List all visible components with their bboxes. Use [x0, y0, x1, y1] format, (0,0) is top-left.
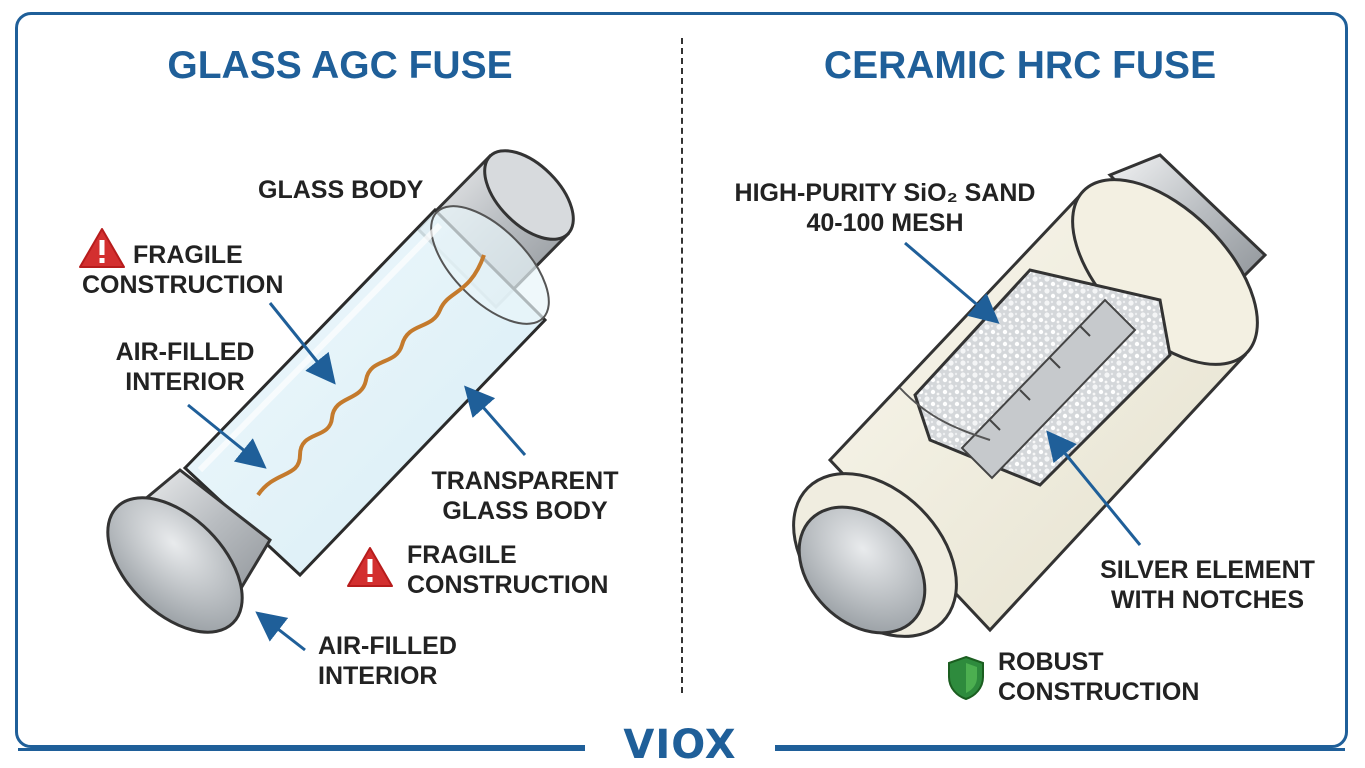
robust-label-line2: CONSTRUCTION	[998, 678, 1200, 706]
air-filled-label-top-line1: AIR-FILLED	[115, 338, 255, 366]
air-filled-arrow	[187, 403, 267, 469]
ceramic-fuse	[792, 153, 1268, 638]
brand-logo: VIOX	[623, 722, 737, 768]
fragile-label-bottom-line1: FRAGILE	[407, 541, 517, 569]
robust-label-line1: ROBUST	[998, 648, 1104, 676]
fragile-label-top-line1: FRAGILE	[133, 241, 243, 269]
fragile-arrow	[268, 302, 336, 385]
air-filled-label-bottom-line1: AIR-FILLED	[318, 632, 457, 660]
silver-element-arrow	[1046, 430, 1142, 546]
air-filled-label-top-line2: INTERIOR	[125, 368, 245, 396]
transparent-arrow	[464, 385, 527, 456]
sand-label-line2: 40-100 MESH	[806, 209, 964, 237]
panel-divider	[681, 38, 683, 693]
glass-body-label: GLASS BODY	[258, 176, 424, 204]
frame-bottom-right-line	[775, 748, 1345, 751]
sand-arrow	[904, 241, 1000, 324]
brand-gap	[585, 735, 775, 765]
air-filled-bottom-arrow	[255, 611, 306, 652]
silver-element-label-line1: SILVER ELEMENT	[1100, 556, 1315, 584]
warning-icon	[79, 228, 125, 268]
warning-icon	[347, 547, 393, 587]
silver-element-label-line2: WITH NOTCHES	[1110, 586, 1305, 614]
glass-fuse	[106, 149, 575, 634]
air-filled-label-bottom-line2: INTERIOR	[318, 662, 438, 690]
shield-icon	[948, 655, 984, 701]
sand-label-line1: HIGH-PURITY SiO₂ SAND	[734, 179, 1036, 207]
frame-bottom-left-line	[18, 748, 585, 751]
glass-fuse-title: GLASS AGC FUSE	[167, 44, 513, 87]
transparent-label-line1: TRANSPARENT	[431, 467, 619, 495]
fragile-label-bottom-line2: CONSTRUCTION	[407, 571, 609, 599]
ceramic-fuse-title: CERAMIC HRC FUSE	[823, 44, 1217, 87]
fragile-label-top-line2: CONSTRUCTION	[82, 271, 284, 299]
transparent-label-line2: GLASS BODY	[442, 497, 608, 525]
